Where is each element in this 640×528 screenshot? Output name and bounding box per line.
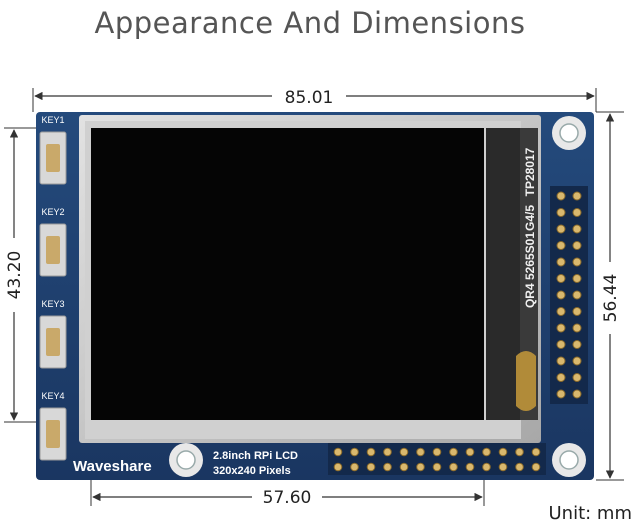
unit-label: Unit: mm — [548, 503, 633, 524]
key-label: KEY3 — [41, 299, 64, 309]
gpio-pin — [556, 208, 566, 217]
gpio-pin — [416, 447, 425, 457]
gpio-pin — [556, 323, 566, 333]
gpio-pin — [350, 447, 359, 457]
gpio-pin — [556, 274, 566, 283]
gpio-pin — [432, 447, 442, 457]
gpio-pin — [572, 257, 582, 267]
gpio-pin — [556, 356, 566, 366]
gpio-header-vertical-pins — [556, 191, 582, 399]
mounting-hole-bottom-left — [169, 443, 203, 477]
gpio-pin — [432, 462, 442, 472]
gpio-pin — [333, 462, 343, 472]
gpio-pin — [515, 447, 524, 457]
gpio-pin — [399, 447, 409, 457]
gpio-pin — [531, 462, 541, 472]
gpio-pin — [572, 208, 582, 217]
fpc-label-3: QR4 5265S01 — [523, 232, 537, 308]
dim-board-height-label: 56.44 — [601, 274, 621, 323]
gpio-pin — [383, 462, 392, 472]
key-button-cap — [46, 328, 60, 356]
gpio-pin — [556, 340, 566, 349]
gpio-pin — [498, 462, 508, 472]
gpio-pin — [572, 323, 582, 333]
gpio-pin — [333, 447, 343, 457]
gpio-pin — [572, 290, 582, 300]
gpio-pin — [572, 389, 582, 399]
mounting-hole-top-right — [552, 116, 586, 150]
dim-display-height-label: 43.20 — [5, 251, 25, 300]
key-button-cap — [46, 236, 60, 264]
fpc-ribbon — [486, 128, 520, 420]
fpc-label-1: TP28017 — [523, 147, 537, 196]
gpio-pin — [416, 462, 425, 472]
product-resolution-label: 320x240 Pixels — [213, 465, 291, 477]
display-screen — [91, 128, 484, 420]
key-button-cap — [46, 420, 60, 448]
gpio-header-horizontal-pins — [333, 447, 541, 472]
gpio-pin — [556, 241, 566, 250]
key-label: KEY2 — [41, 207, 64, 217]
gpio-pin — [482, 447, 491, 457]
gpio-pin — [556, 290, 566, 300]
gpio-pin — [515, 462, 524, 472]
fpc-solder-tab — [516, 351, 536, 411]
gpio-pin — [366, 462, 376, 472]
gpio-pin — [572, 224, 582, 234]
gpio-pin — [572, 356, 582, 366]
gpio-pin — [482, 462, 491, 472]
gpio-pin — [572, 191, 582, 201]
gpio-pin — [556, 224, 566, 234]
key-label: KEY1 — [41, 115, 64, 125]
gpio-pin — [556, 307, 566, 316]
gpio-pin — [556, 191, 566, 201]
brand-label: Waveshare — [73, 458, 152, 475]
gpio-pin — [449, 462, 458, 472]
gpio-pin — [572, 274, 582, 283]
key-label: KEY4 — [41, 391, 64, 401]
dim-display-width-label: 57.60 — [263, 488, 312, 508]
gpio-pin — [556, 257, 566, 267]
gpio-header-vertical — [550, 186, 588, 404]
gpio-pin — [572, 241, 582, 250]
gpio-pin — [572, 307, 582, 316]
gpio-pin — [465, 447, 475, 457]
dim-board-width-label: 85.01 — [285, 88, 334, 108]
page-title: Appearance And Dimensions — [94, 6, 526, 40]
product-name-label: 2.8inch RPi LCD — [213, 450, 298, 462]
gpio-pin — [449, 447, 458, 457]
gpio-pin — [556, 389, 566, 399]
fpc-label-2: G4/5 — [523, 205, 537, 231]
gpio-pin — [383, 447, 392, 457]
mounting-hole-bottom-right — [552, 443, 586, 477]
gpio-pin — [465, 462, 475, 472]
key-button-cap — [46, 144, 60, 172]
gpio-pin — [556, 373, 566, 382]
gpio-pin — [350, 462, 359, 472]
gpio-pin — [366, 447, 376, 457]
fpc-edge — [520, 128, 538, 420]
gpio-pin — [572, 373, 582, 382]
gpio-pin — [498, 447, 508, 457]
gpio-pin — [531, 447, 541, 457]
gpio-pin — [572, 340, 582, 349]
gpio-pin — [399, 462, 409, 472]
